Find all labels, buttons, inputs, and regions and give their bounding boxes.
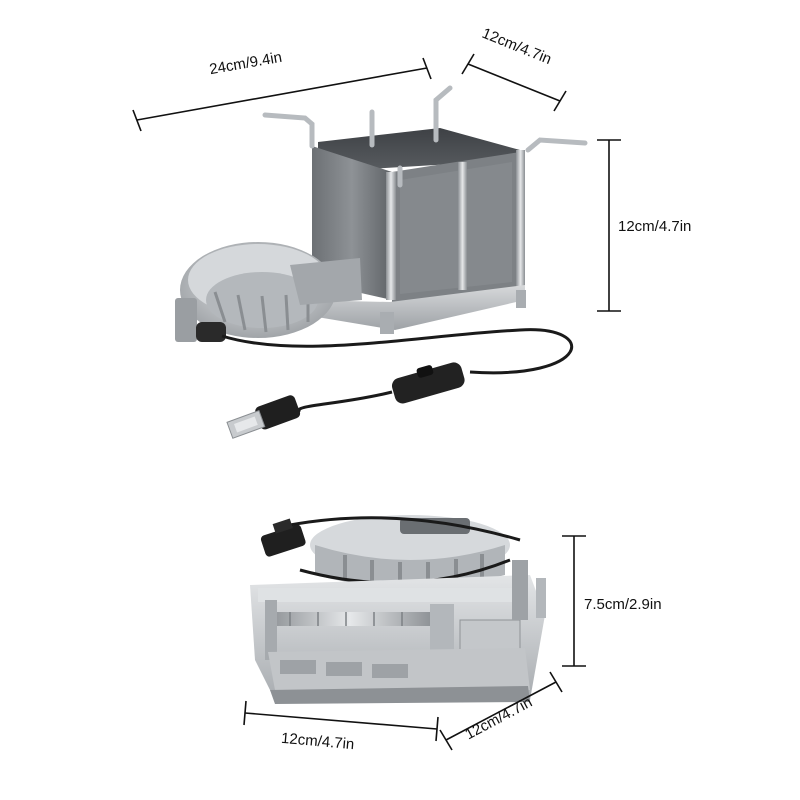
stove-base-tray: [300, 285, 525, 330]
dim-line-width-bottom: [244, 712, 438, 730]
dim-label-height-bottom: 7.5cm/2.9in: [584, 596, 662, 613]
hinge-strip: [516, 150, 525, 290]
fan-clip: [175, 298, 197, 342]
stove-assembled: [175, 85, 588, 342]
cable-plug: [196, 322, 226, 342]
stove-folded: [250, 515, 546, 704]
folded-usb-plug: [260, 518, 306, 557]
hinge-strip: [458, 162, 467, 290]
usb-cable: [221, 328, 574, 375]
pot-support-rod: [433, 85, 453, 143]
hinge-strip: [386, 172, 396, 300]
pot-support-rod: [262, 112, 315, 149]
dim-line-length-top: [136, 67, 428, 121]
dimension-lines: [132, 53, 621, 751]
inline-power-switch: [391, 362, 465, 404]
fan-connector: [290, 258, 362, 305]
dim-label-height-top: 12cm/4.7in: [618, 218, 692, 235]
dim-line-depth-bottom: [445, 681, 557, 741]
pot-support-rod: [525, 137, 588, 153]
folded-side-latch: [512, 560, 528, 620]
usb-plug: [226, 395, 301, 439]
folded-hinge: [265, 612, 435, 626]
dim-line-depth-top: [467, 63, 561, 102]
